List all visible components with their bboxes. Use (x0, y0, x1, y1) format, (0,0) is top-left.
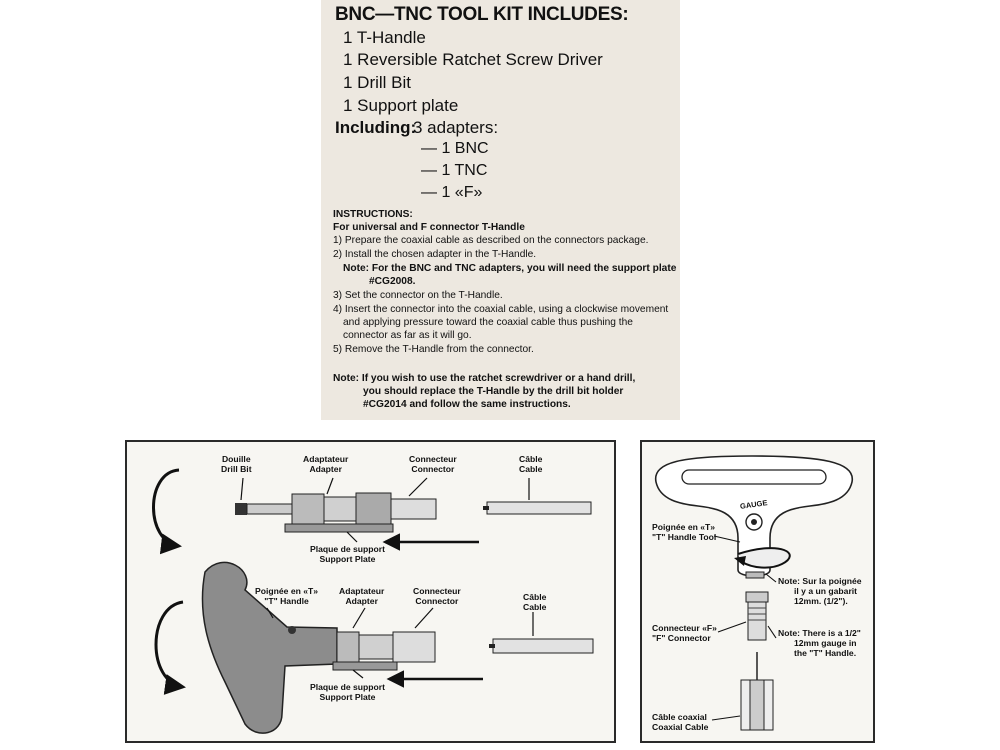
label-connector-fr: Connecteur (409, 454, 457, 464)
instructions-subheading: For universal and F connector T-Handle (333, 222, 525, 233)
label-drill-bit: Douille Drill Bit (221, 454, 252, 474)
gauge-diagram-panel: GAUGE Poignée en «T» "T" Handle Tool Not… (640, 440, 875, 743)
label-t-handle-fr: Poignée en «T» (255, 586, 319, 596)
kit-item-t-handle: 1 T-Handle (343, 28, 426, 47)
label-coax-cable: Câble coaxial Coaxial Cable (652, 712, 708, 732)
label-f-connector-en: "F" Connector (652, 633, 711, 643)
label-f-connector-fr: Connecteur «F» (652, 623, 717, 633)
kit-item-drill-bit: 1 Drill Bit (343, 73, 412, 92)
label-cable-bottom-fr: Câble (523, 592, 547, 602)
kit-title: BNC—TNC TOOL KIT INCLUDES: (335, 4, 629, 25)
label-adapter-bottom-fr: Adaptateur (339, 586, 385, 596)
t-handle-icon (201, 561, 436, 734)
rotate-arrow-icon (154, 600, 186, 695)
label-coax-cable-en: Coaxial Cable (652, 722, 709, 732)
label-cable-bottom-en: Cable (523, 602, 547, 612)
note-en-line-2: 12mm gauge in (794, 638, 857, 648)
note-en: Note: There is a 1/2" 12mm gauge in the … (778, 628, 861, 658)
kit-item-ratchet: 1 Reversible Ratchet Screw Driver (343, 50, 603, 69)
rotate-arrow-icon (737, 547, 791, 569)
label-t-handle-tool-en: "T" Handle Tool (652, 532, 717, 542)
label-drill-bit-en: Drill Bit (221, 464, 252, 474)
label-support-plate: Plaque de support Support Plate (310, 544, 385, 564)
rotate-arrow-icon (152, 468, 182, 555)
assembly-diagram-drawing (152, 468, 594, 734)
coax-cable-icon (740, 652, 774, 731)
step-4-cont-1: and applying pressure toward the coaxial… (343, 317, 633, 328)
step-2-note-ref: #CG2008. (369, 276, 416, 287)
label-cable-en: Cable (519, 464, 543, 474)
note-en-line-3: the "T" Handle. (794, 648, 857, 658)
label-support-plate-bottom-en: Support Plate (319, 692, 376, 702)
label-coax-cable-fr: Câble coaxial (652, 712, 707, 722)
note-fr-line-2: il y a un gabarit (794, 586, 858, 596)
kit-contents-scan: BNC—TNC TOOL KIT INCLUDES: 1 T-Handle 1 … (321, 0, 680, 420)
label-support-plate-bottom-fr: Plaque de support (310, 682, 385, 692)
adapter-bnc: — 1 BNC (421, 140, 489, 157)
step-5: 5) Remove the T-Handle from the connecto… (333, 344, 534, 355)
including-head: 3 adapters: (413, 118, 499, 137)
note-line-1: Note: If you wish to use the ratchet scr… (333, 373, 636, 384)
label-adapter-bottom-en: Adapter (345, 596, 378, 606)
label-cable-fr: Câble (519, 454, 543, 464)
label-adapter: Adaptateur Adapter (303, 454, 348, 474)
step-4-cont-2: connector as far as it will go. (343, 330, 472, 341)
step-3: 3) Set the connector on the T-Handle. (333, 290, 503, 301)
note-line-2: you should replace the T-Handle by the d… (363, 386, 624, 397)
note-fr: Note: Sur la poignée il y a un gabarit 1… (778, 576, 862, 606)
label-t-handle-tool-fr: Poignée en «T» (652, 522, 716, 532)
f-connector-icon (745, 591, 769, 641)
drill-bit-assembly-icon (235, 492, 437, 533)
label-t-handle: Poignée en «T» "T" Handle (255, 586, 318, 606)
label-adapter-bottom: Adaptateur Adapter (339, 586, 384, 606)
label-connector-bottom: Connecteur Connector (413, 586, 461, 606)
label-support-plate-fr: Plaque de support (310, 544, 385, 554)
adapter-f: — 1 «F» (421, 184, 483, 201)
label-cable-bottom: Câble Cable (523, 592, 546, 612)
step-4: 4) Insert the connector into the coaxial… (333, 304, 669, 315)
label-connector-bottom-en: Connector (415, 596, 459, 606)
step-1: 1) Prepare the coaxial cable as describe… (333, 235, 649, 246)
assembly-diagram-panel: Douille Drill Bit Adaptateur Adapter Con… (125, 440, 616, 743)
instructions-heading: INSTRUCTIONS: (333, 209, 413, 220)
label-connector-en: Connector (411, 464, 455, 474)
note-en-line-1: Note: There is a 1/2" (778, 628, 861, 638)
label-connector-bottom-fr: Connecteur (413, 586, 461, 596)
cable-icon (483, 501, 592, 515)
gauge-diagram-drawing (654, 455, 854, 731)
label-t-handle-tool: Poignée en «T» "T" Handle Tool (652, 522, 716, 542)
step-2-note: Note: For the BNC and TNC adapters, you … (343, 263, 677, 274)
adapter-tnc: — 1 TNC (421, 162, 488, 179)
label-drill-bit-fr: Douille (221, 454, 251, 464)
note-fr-line-3: 12mm. (1/2"). (794, 596, 848, 606)
kit-item-support-plate: 1 Support plate (343, 96, 459, 115)
label-f-connector: Connecteur «F» "F" Connector (652, 623, 717, 643)
label-adapter-fr: Adaptateur (303, 454, 349, 464)
label-cable: Câble Cable (519, 454, 542, 474)
label-support-plate-bottom: Plaque de support Support Plate (310, 682, 385, 702)
step-2: 2) Install the chosen adapter in the T-H… (333, 249, 537, 260)
label-connector: Connecteur Connector (409, 454, 457, 474)
label-adapter-en: Adapter (309, 464, 342, 474)
note-line-3: #CG2014 and follow the same instructions… (363, 399, 571, 410)
label-t-handle-en: "T" Handle (264, 596, 309, 606)
cable-icon (489, 638, 594, 654)
including-label: Including: (335, 118, 417, 137)
note-fr-line-1: Note: Sur la poignée (778, 576, 862, 586)
label-support-plate-en: Support Plate (319, 554, 376, 564)
